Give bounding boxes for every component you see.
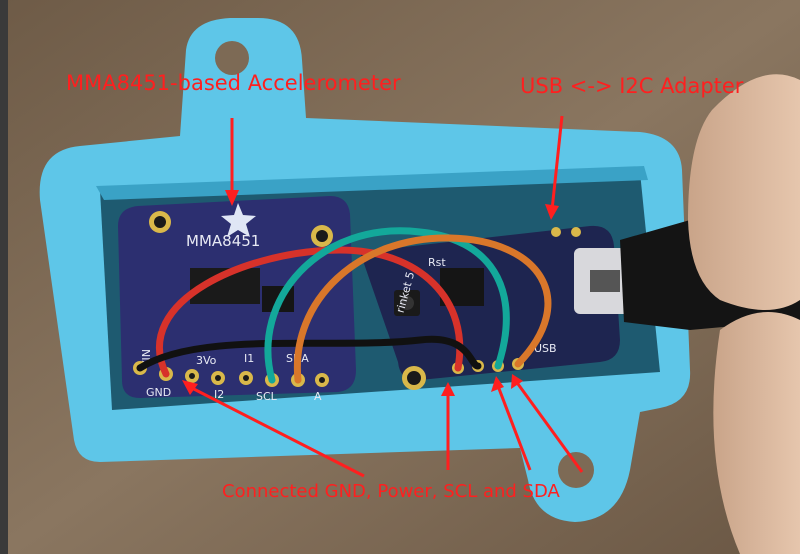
arrow-gnd bbox=[185, 383, 365, 478]
i2-label: I2 bbox=[214, 388, 224, 401]
rst-label: Rst bbox=[428, 256, 446, 269]
left-edge-shadow bbox=[0, 0, 8, 554]
usb-label: USB bbox=[534, 342, 557, 355]
arrow-scl bbox=[496, 385, 532, 471]
orange-wire bbox=[293, 234, 552, 384]
jumper-wires bbox=[136, 227, 552, 384]
arrow-usb-adapter bbox=[550, 115, 564, 211]
mount-hole-bottom bbox=[558, 452, 594, 488]
teal-wire bbox=[264, 227, 510, 384]
black-wire bbox=[136, 335, 482, 372]
i1-label: I1 bbox=[244, 352, 254, 365]
annotation-arrows bbox=[182, 115, 584, 478]
gnd-label: GND bbox=[146, 386, 171, 399]
3vo-label: 3Vo bbox=[196, 354, 217, 367]
arrow-sda bbox=[516, 383, 584, 473]
finger-top bbox=[688, 74, 800, 311]
chip-label: MMA8451 bbox=[186, 232, 260, 250]
finger-bottom bbox=[713, 312, 800, 554]
mount-hole-top bbox=[215, 41, 249, 75]
accelerometer-annotation: MMA8451-based Accelerometer bbox=[66, 71, 401, 95]
connections-annotation: Connected GND, Power, SCL and SDA bbox=[222, 481, 560, 502]
star-logo bbox=[221, 203, 256, 237]
scl-label: SCL bbox=[256, 390, 278, 403]
a-label: A bbox=[314, 390, 322, 403]
usb-adapter-annotation: USB <-> I2C Adapter bbox=[520, 74, 744, 98]
